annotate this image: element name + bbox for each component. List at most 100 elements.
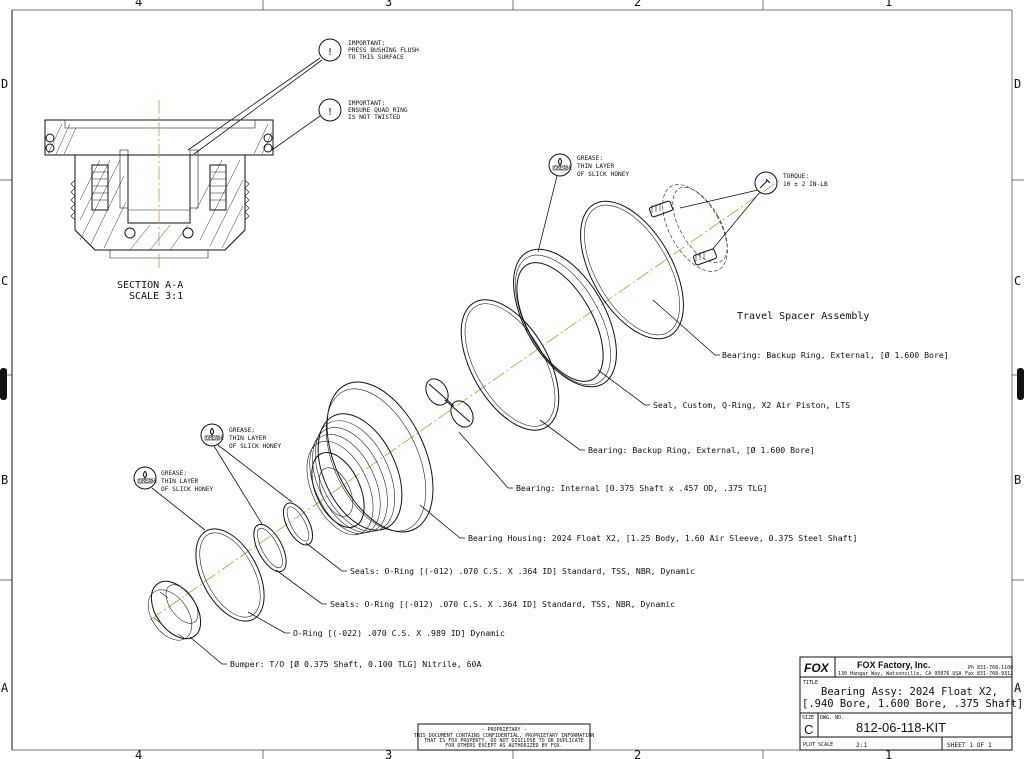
- zone-left-a: A: [1, 681, 9, 695]
- svg-text:GREASE: GREASE: [206, 436, 224, 442]
- company-fax: Fax 831-768-9312: [965, 671, 1013, 677]
- svg-text:PRESS BUSHING FLUSH: PRESS BUSHING FLUSH: [348, 47, 419, 54]
- company-address: 130 Hangar Way, Watsonville, CA 95076 US…: [838, 671, 961, 677]
- plot-scale-label: PLOT SCALE: [803, 742, 833, 748]
- callout-leaders: [189, 299, 720, 665]
- travel-spacer-part: [649, 184, 728, 272]
- title-label: TITLE: [803, 680, 818, 686]
- grease-note-left: GREASE GREASE: THIN LAYER OF SLICK HONEY: [133, 466, 213, 531]
- callout-seal-custom: Seal, Custom, Q-Ring, X2 Air Piston, LTS: [653, 400, 850, 410]
- section-title: SECTION A-A: [117, 280, 183, 291]
- zone-top-2: 2: [634, 0, 641, 9]
- thread-profile: [70, 179, 250, 221]
- proprietary-notice: - PROPRIETARY - THIS DOCUMENT CONTAINS C…: [414, 723, 595, 751]
- callout-seal-oring-2: Seals: O-Ring [(-012) .070 C.S. X .364 I…: [330, 599, 675, 609]
- svg-text:IMPORTANT:: IMPORTANT:: [348, 40, 385, 47]
- svg-text:TORQUE:: TORQUE:: [783, 173, 809, 180]
- bearing-internal-part: [425, 378, 474, 428]
- svg-text:IS NOT TWISTED: IS NOT TWISTED: [348, 114, 400, 121]
- backup-ring-top-part: [580, 200, 684, 340]
- sheet-number: SHEET 1 OF 1: [947, 742, 992, 749]
- title-block: FOX FOX Factory, Inc. 130 Hangar Way, Wa…: [799, 656, 1023, 751]
- zone-bottom-2: 2: [634, 748, 641, 759]
- size-value: C: [804, 722, 813, 737]
- svg-text:GREASE: GREASE: [139, 479, 157, 485]
- grease-note-top: GREASE GREASE: THIN LAYER OF SLICK HONEY: [537, 153, 629, 253]
- svg-text:OF SLICK HONEY: OF SLICK HONEY: [577, 171, 629, 178]
- size-label: SIZE: [802, 715, 814, 721]
- svg-text:THIS DOCUMENT CONTAINS CONFIDE: THIS DOCUMENT CONTAINS CONFIDENTIAL, PRO…: [414, 733, 595, 739]
- grease-drop-icon: [143, 470, 147, 479]
- zone-left-b: B: [1, 473, 8, 487]
- svg-text:10 ± 2 IN-LB: 10 ± 2 IN-LB: [783, 181, 828, 188]
- svg-text:GREASE:: GREASE:: [229, 427, 255, 434]
- torque-note: TORQUE: 10 ± 2 IN-LB: [679, 171, 828, 251]
- zone-bottom-3: 3: [385, 748, 392, 759]
- company-name: FOX Factory, Inc.: [857, 660, 930, 670]
- svg-text:!: !: [327, 107, 333, 118]
- svg-text:IMPORTANT:: IMPORTANT:: [348, 100, 385, 107]
- section-view: [44, 100, 274, 268]
- callout-backup-ring-top: Bearing: Backup Ring, External, [Ø 1.600…: [722, 350, 949, 360]
- callout-backup-ring-mid: Bearing: Backup Ring, External, [Ø 1.600…: [588, 445, 815, 455]
- zone-right-c: C: [1014, 274, 1021, 288]
- company-phone: Ph 831-768-1100: [968, 665, 1013, 671]
- svg-text:GREASE:: GREASE:: [577, 155, 603, 162]
- callout-seal-oring-1: Seals: O-Ring [(-012) .070 C.S. X .364 I…: [350, 566, 695, 576]
- zone-bottom-4: 4: [135, 748, 142, 759]
- oring-022-part: [195, 528, 265, 622]
- grease-drop-icon: [558, 157, 562, 166]
- svg-text:THIN LAYER: THIN LAYER: [229, 435, 267, 442]
- zone-left-c: C: [1, 274, 8, 288]
- svg-text:THAT IS FOX PROPERTY. DO NOT: THAT IS FOX PROPERTY. DO NOT DISCLOSE TO…: [424, 738, 584, 744]
- zone-right-b: B: [1014, 473, 1021, 487]
- grease-note-mid: GREASE GREASE: THIN LAYER OF SLICK HONEY: [200, 423, 293, 525]
- seal-custom-part: [513, 248, 617, 388]
- travel-spacer-label: Travel Spacer Assembly: [737, 311, 869, 322]
- zone-top-3: 3: [385, 0, 392, 9]
- svg-text:TO THIS SURFACE: TO THIS SURFACE: [348, 54, 404, 61]
- important-note-bushing: ! IMPORTANT: PRESS BUSHING FLUSH TO THIS…: [187, 38, 419, 155]
- svg-text:GREASE: GREASE: [554, 166, 572, 172]
- callout-bearing-housing: Bearing Housing: 2024 Float X2, [1.25 Bo…: [468, 533, 857, 543]
- callout-oring-022: O-Ring [(-022) .070 C.S. X .989 ID] Dyna…: [293, 628, 505, 638]
- callout-bearing-internal: Bearing: Internal [0.375 Shaft x .457 OD…: [516, 483, 767, 493]
- bearing-housing-part: [306, 381, 434, 536]
- svg-text:GREASE:: GREASE:: [161, 470, 187, 477]
- drawing-title-line-1: Bearing Assy: 2024 Float X2,: [821, 686, 998, 698]
- svg-text:THIN LAYER: THIN LAYER: [161, 478, 199, 485]
- zone-right-d: D: [1014, 77, 1021, 91]
- plot-scale-value: 2:1: [856, 742, 867, 749]
- wrench-icon: [759, 178, 771, 189]
- oring-012-part-b: [282, 502, 314, 546]
- oring-012-part-a: [253, 523, 287, 573]
- callout-bumper: Bumper: T/O [Ø 0.375 Shaft, 0.100 TLG] N…: [230, 659, 481, 669]
- svg-text:- PROPRIETARY -: - PROPRIETARY -: [481, 727, 526, 733]
- svg-text:OF SLICK HONEY: OF SLICK HONEY: [161, 486, 213, 493]
- svg-text:OF SLICK HONEY: OF SLICK HONEY: [229, 443, 281, 450]
- drawing-title-line-2: [.940 Bore, 1.600 Bore, .375 Shaft]: [802, 698, 1023, 710]
- bumper-part: [147, 580, 202, 641]
- section-hatching: [47, 123, 273, 251]
- backup-ring-mid-part: [460, 299, 560, 431]
- grease-drop-icon: [210, 427, 214, 436]
- zone-top-4: 4: [135, 0, 142, 9]
- right-sheet-tab: [1017, 368, 1024, 400]
- svg-text:THIN LAYER: THIN LAYER: [577, 163, 615, 170]
- fox-logo: FOX: [804, 661, 830, 675]
- left-sheet-tab: [0, 368, 7, 400]
- exploded-centerline: [149, 179, 781, 621]
- zone-right-a: A: [1014, 681, 1022, 695]
- section-scale: SCALE 3:1: [129, 291, 183, 302]
- svg-text:!: !: [327, 47, 333, 58]
- dwg-no-label: DWG. NO.: [820, 715, 844, 721]
- important-note-quad-ring: ! IMPORTANT: ENSURE QUAD RING IS NOT TWI…: [271, 98, 408, 151]
- zone-bottom-1: 1: [885, 748, 892, 759]
- zone-left-d: D: [1, 77, 8, 91]
- drawing-number: 812-06-118-KIT: [856, 720, 946, 735]
- svg-text:FOR OTHERS EXCEPT AS AUTHORIZE: FOR OTHERS EXCEPT AS AUTHORIZED BY FOX.: [445, 743, 562, 749]
- svg-text:ENSURE QUAD RING: ENSURE QUAD RING: [348, 107, 408, 114]
